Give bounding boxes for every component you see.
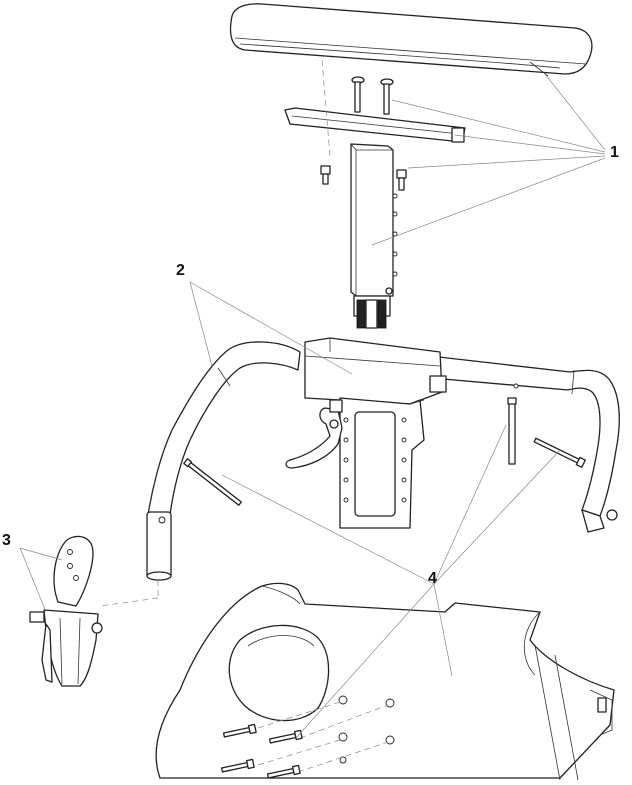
mounting-bracket <box>284 107 466 143</box>
release-lever <box>285 399 343 469</box>
bracket-bolt <box>320 165 407 191</box>
socket-clamp <box>29 535 103 687</box>
mounting-screw <box>351 76 394 115</box>
arm-frame <box>146 341 620 581</box>
frame-pin <box>183 397 586 506</box>
callout-3: 3 <box>2 532 11 549</box>
callout-1: 1 <box>610 144 619 161</box>
height-adjust-column <box>350 143 398 329</box>
callout-4: 4 <box>428 570 437 587</box>
top-mount-housing <box>304 337 447 405</box>
callout-2: 2 <box>176 262 185 279</box>
rivet-hole <box>385 735 395 745</box>
rivet <box>220 701 389 779</box>
armrest-pad <box>229 3 593 77</box>
rivet-hole <box>385 698 395 708</box>
receiver-plate <box>339 397 425 529</box>
leader-lines <box>19 59 606 739</box>
rivet-hole <box>338 732 348 742</box>
side-guard <box>155 582 615 781</box>
rivet-hole <box>339 756 347 764</box>
rivet-hole <box>338 695 348 705</box>
